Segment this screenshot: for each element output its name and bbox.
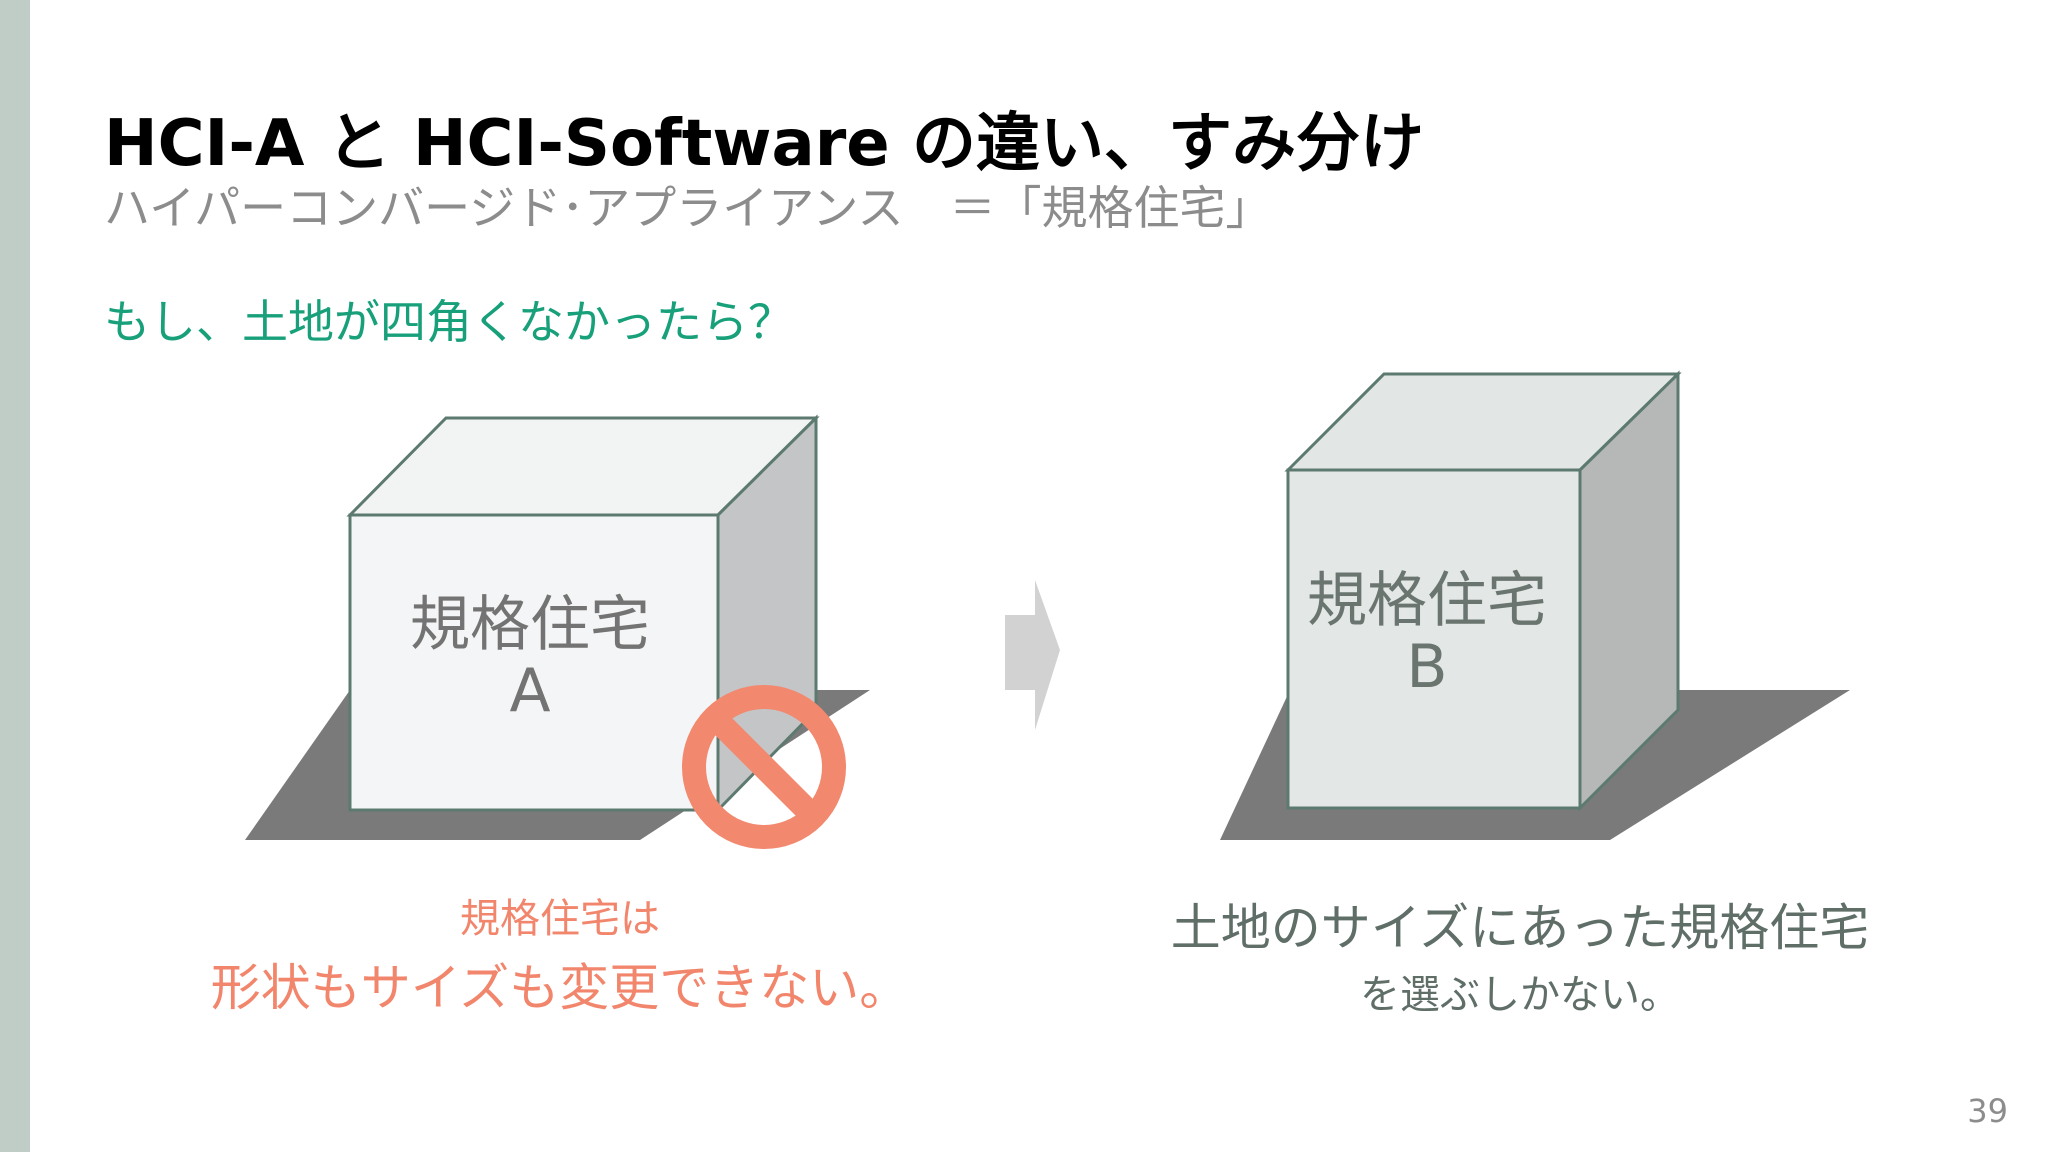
- caption-a-line1: 規格住宅は: [460, 896, 660, 942]
- box-b-label: 規格住宅 B: [1282, 568, 1572, 700]
- question-text: もし、土地が四角くなかったら？: [104, 295, 794, 349]
- box-b-label-line1: 規格住宅: [1307, 566, 1547, 636]
- caption-b: 土地のサイズにあった規格住宅 を選ぶしかない。: [1120, 888, 1920, 1020]
- arrow-right-icon: [1005, 580, 1060, 730]
- box-a-label: 規格住宅 A: [350, 592, 710, 724]
- prohibited-icon: [682, 685, 846, 849]
- page-number: 39: [1967, 1092, 2008, 1130]
- box-b-front-face: [1286, 468, 1582, 810]
- caption-a: 規格住宅は 形状もサイズも変更できない。: [160, 886, 960, 1020]
- box-b-label-line2: B: [1406, 632, 1448, 702]
- box-a-label-line2: A: [509, 656, 551, 726]
- box-a-label-line1: 規格住宅: [410, 590, 650, 660]
- slide-title: HCI-A と HCI-Software の違い、すみ分け: [104, 107, 1424, 181]
- caption-b-line1: 土地のサイズにあった規格住宅: [1170, 899, 1870, 957]
- left-accent-bar: [0, 0, 30, 1152]
- caption-a-line2: 形状もサイズも変更できない。: [210, 959, 910, 1017]
- box-a-front-face: [348, 513, 720, 812]
- slide-subtitle: ハイパーコンバージド･アプライアンス ＝「規格住宅」: [104, 181, 1272, 235]
- caption-b-line2: を選ぶしかない。: [1360, 972, 1680, 1018]
